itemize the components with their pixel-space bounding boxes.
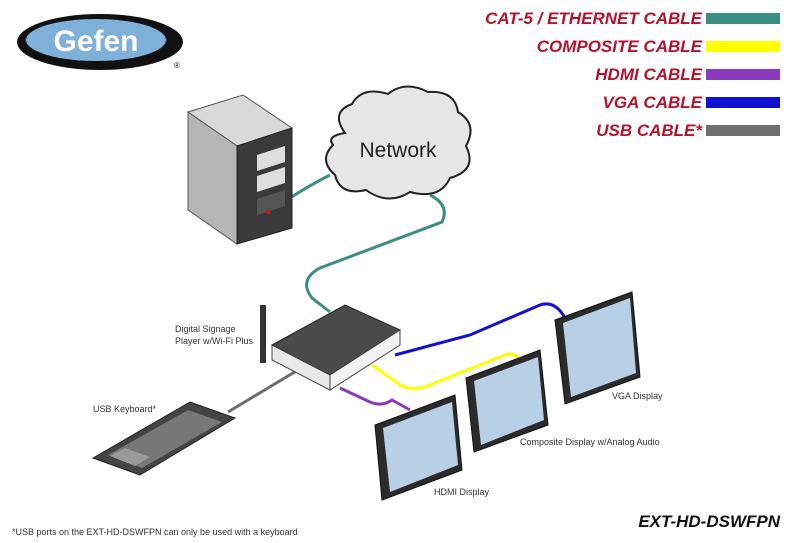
composite-display xyxy=(465,349,549,453)
legend-swatch-hdmi xyxy=(706,69,780,80)
legend-label-composite: COMPOSITE CABLE xyxy=(536,37,702,56)
vga-display xyxy=(554,291,641,405)
hdmi-display xyxy=(374,394,463,501)
legend-swatch-composite xyxy=(706,41,780,52)
composite-cable xyxy=(371,352,522,390)
network-label: Network xyxy=(359,139,437,162)
legend-label-usb: USB CABLE* xyxy=(596,121,702,140)
model-number: EXT-HD-DSWFPN xyxy=(638,512,780,531)
player-caption: Digital Signage Player w/Wi-Fi Plus xyxy=(175,324,254,346)
composite-display-caption: Composite Display w/Analog Audio xyxy=(520,437,660,447)
legend-label-cat5: CAT-5 / ETHERNET CABLE xyxy=(485,9,702,28)
legend-swatch-usb xyxy=(706,125,780,136)
legend-swatch-vga xyxy=(706,97,780,108)
logo-registered: ® xyxy=(174,61,180,70)
legend-label-vga: VGA CABLE xyxy=(602,93,703,112)
gefen-logo: Gefen ® xyxy=(17,14,183,70)
ethernet-cable-lower xyxy=(305,193,446,314)
usb-keyboard xyxy=(91,401,237,476)
usb-cable xyxy=(227,368,299,414)
logo-text: Gefen xyxy=(53,25,138,58)
signage-player xyxy=(260,304,402,391)
network-cloud: Network xyxy=(325,85,472,200)
server-tower xyxy=(186,94,294,245)
legend-label-hdmi: HDMI CABLE xyxy=(595,65,702,84)
hdmi-cable xyxy=(339,386,411,412)
keyboard-caption: USB Keyboard* xyxy=(93,404,157,414)
legend-swatch-cat5 xyxy=(706,13,780,24)
vga-cable xyxy=(394,302,567,357)
footnote: *USB ports on the EXT-HD-DSWFPN can only… xyxy=(12,527,298,537)
vga-display-caption: VGA Display xyxy=(612,391,663,401)
hdmi-display-caption: HDMI Display xyxy=(434,487,490,497)
